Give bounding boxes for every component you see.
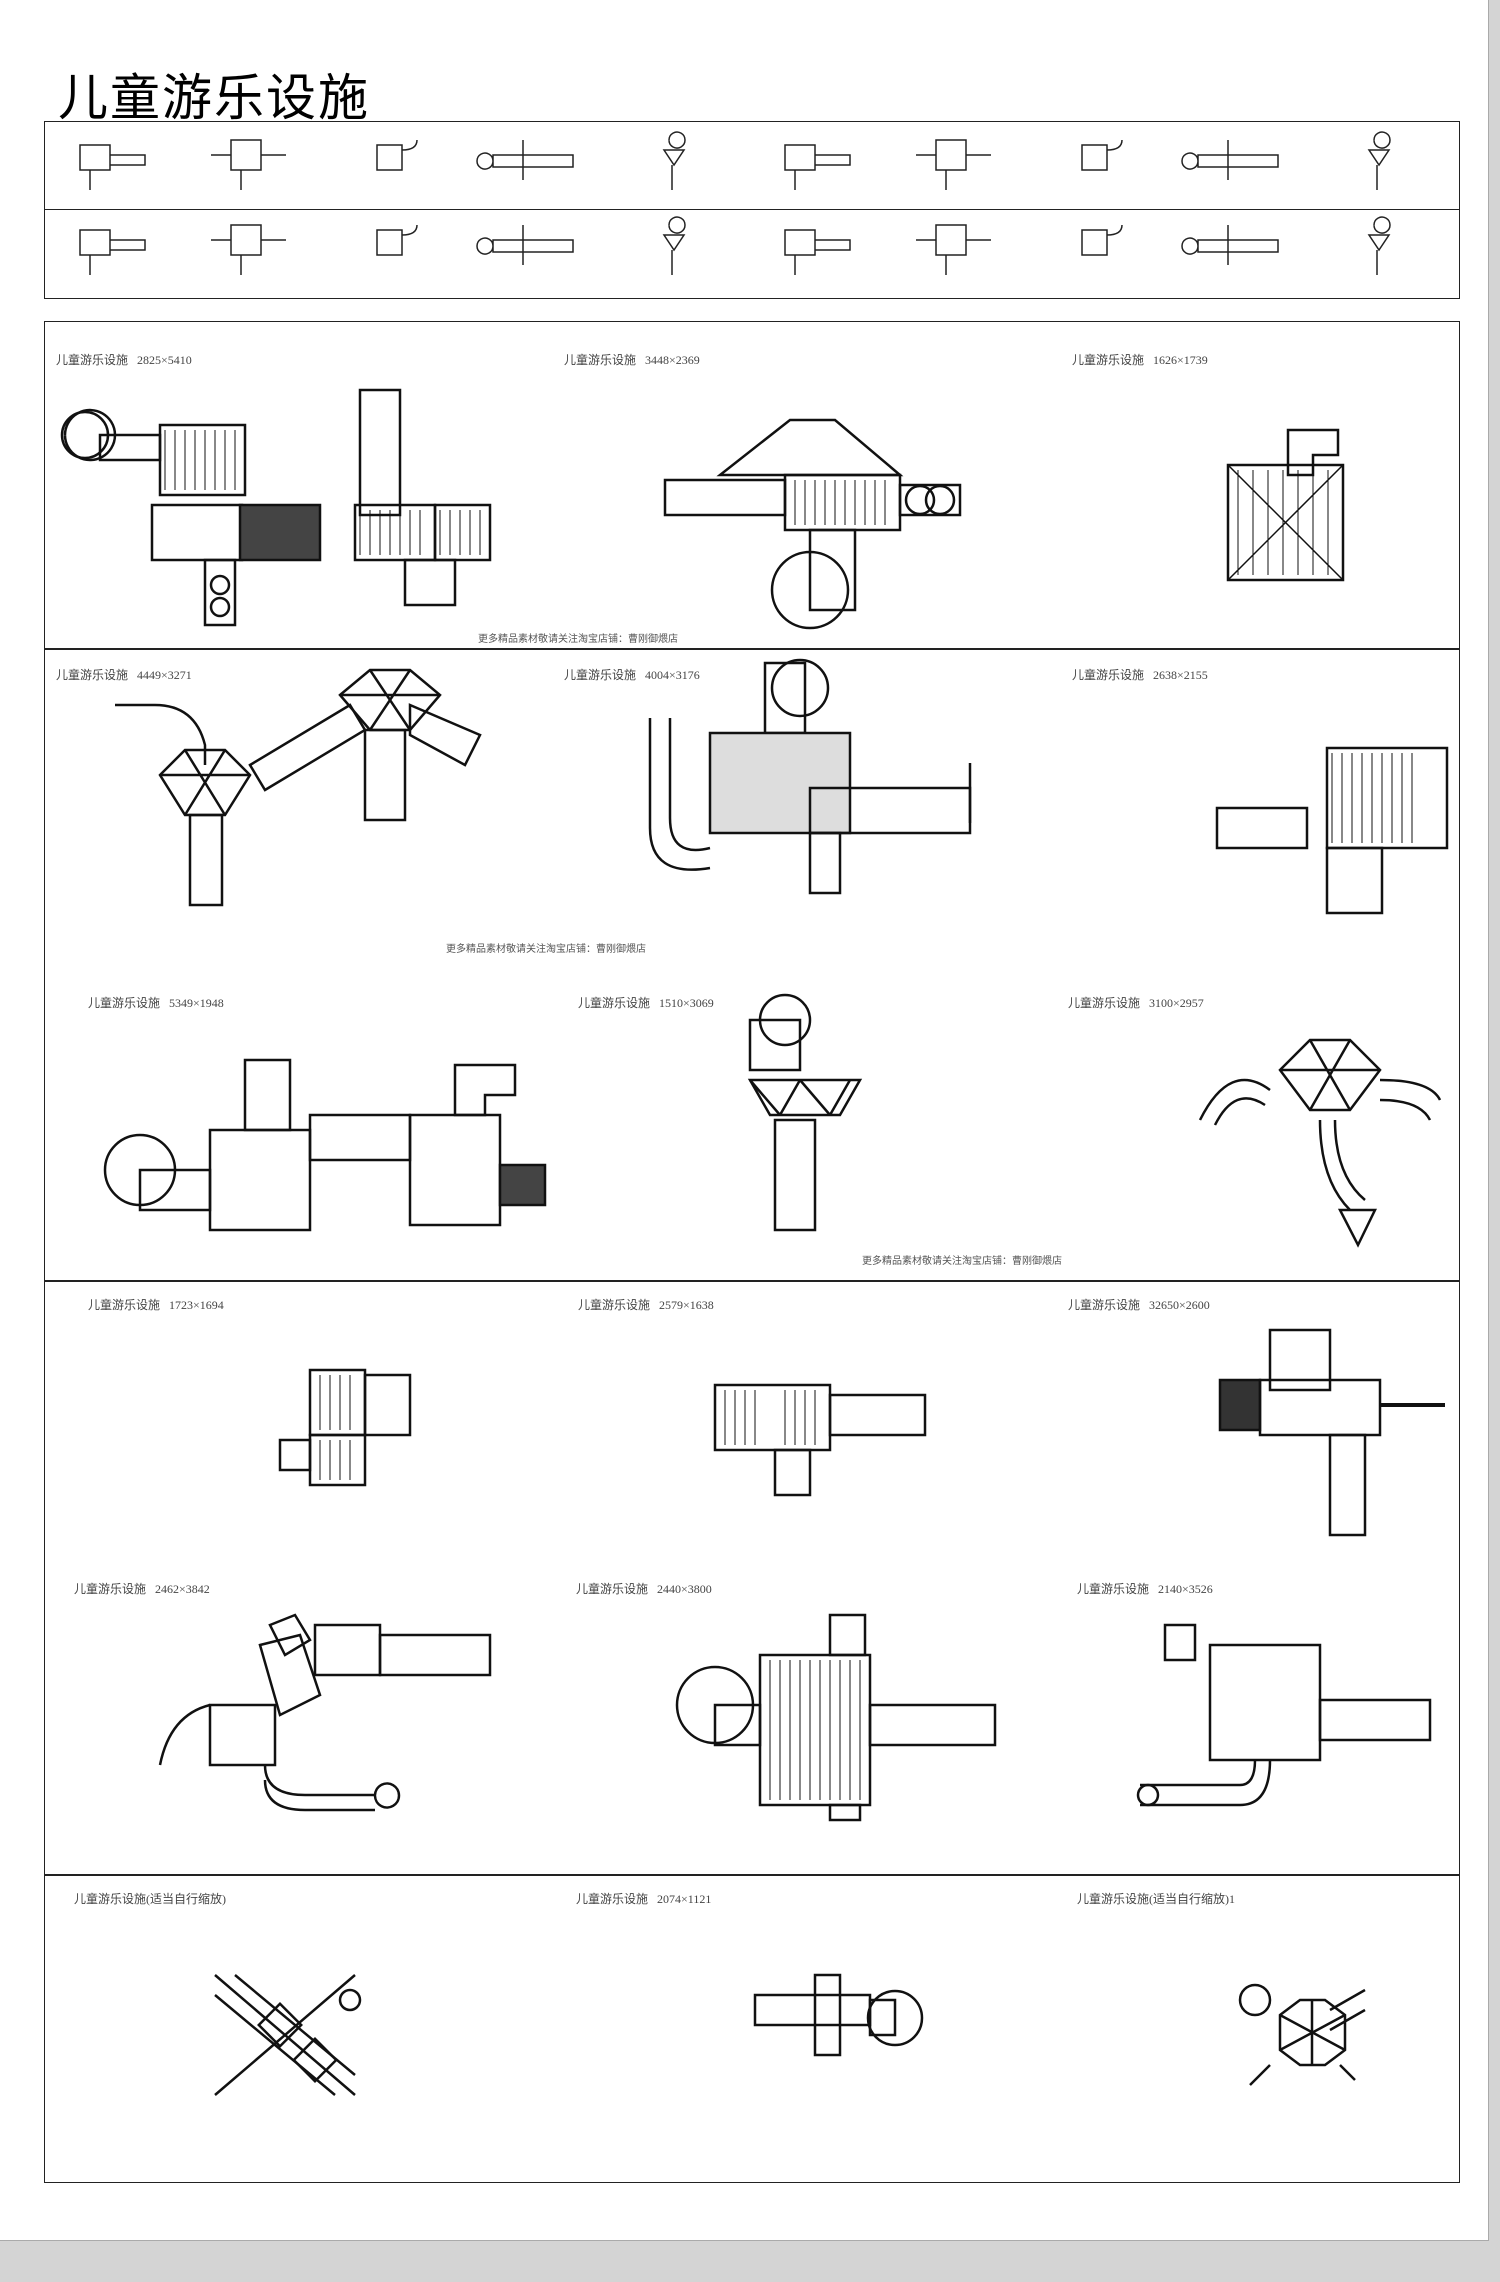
main-frame	[44, 321, 1460, 2183]
playset-drawing-13	[155, 1605, 495, 1825]
playset-drawing-18	[1230, 1975, 1370, 2095]
playset-drawing-10	[270, 1355, 430, 1505]
caption-10: 儿童游乐设施 1723×1694	[88, 1298, 224, 1312]
thumbnail-strip	[44, 121, 1460, 299]
thumbnail-drawing	[376, 139, 418, 171]
playset-drawing-15	[1130, 1620, 1440, 1815]
thumbnail-drawing	[1367, 216, 1391, 275]
thumbnail-drawing	[476, 225, 574, 265]
thumbnail-drawing	[79, 229, 146, 275]
caption-16: 儿童游乐设施(适当自行缩放)	[74, 1892, 226, 1906]
playset-drawing-2	[660, 415, 970, 630]
shop-note-2: 更多精品素材敬请关注淘宝店铺：曹刚御煨店	[446, 944, 646, 955]
caption-1: 儿童游乐设施 2825×5410	[56, 353, 192, 367]
section-divider-3	[44, 1874, 1460, 1876]
playset-drawing-3	[1218, 425, 1368, 590]
playset-drawing-1	[60, 385, 530, 630]
shop-note-3: 更多精品素材敬请关注淘宝店铺：曹刚御煨店	[862, 1256, 1062, 1267]
caption-18: 儿童游乐设施(适当自行缩放)1	[1077, 1892, 1235, 1906]
thumbnail-divider	[44, 209, 1460, 210]
caption-5: 儿童游乐设施 4004×3176	[564, 668, 700, 682]
caption-13: 儿童游乐设施 2462×3842	[74, 1582, 210, 1596]
playset-drawing-14	[670, 1610, 1000, 1825]
thumbnail-drawing	[376, 224, 418, 256]
playset-drawing-4	[110, 665, 500, 945]
thumbnail-drawing	[1367, 131, 1391, 190]
thumbnail-drawing	[784, 144, 851, 190]
thumbnail-drawing	[476, 140, 574, 180]
caption-17: 儿童游乐设施 2074×1121	[576, 1892, 712, 1906]
caption-3: 儿童游乐设施 1626×1739	[1072, 353, 1208, 367]
thumbnail-drawing	[916, 139, 991, 190]
playset-drawing-7	[100, 1055, 550, 1255]
thumbnail-drawing	[784, 229, 851, 275]
section-divider-1	[44, 648, 1460, 650]
thumbnail-drawing	[1181, 225, 1279, 265]
page-title: 儿童游乐设施	[58, 69, 370, 127]
caption-6: 儿童游乐设施 2638×2155	[1072, 668, 1208, 682]
thumbnail-drawing	[1081, 224, 1123, 256]
playset-drawing-9	[1190, 1010, 1450, 1260]
playset-drawing-8	[740, 990, 870, 1240]
playset-drawing-6	[1212, 728, 1452, 918]
thumbnail-drawing	[211, 139, 286, 190]
playset-drawing-11	[705, 1360, 935, 1505]
caption-15: 儿童游乐设施 2140×3526	[1077, 1582, 1213, 1596]
thumbnail-drawing	[211, 224, 286, 275]
shop-note-1: 更多精品素材敬请关注淘宝店铺：曹刚御煨店	[478, 634, 678, 645]
playset-drawing-12	[1210, 1320, 1450, 1545]
thumbnail-drawing	[662, 216, 686, 275]
caption-8: 儿童游乐设施 1510×3069	[578, 996, 714, 1010]
caption-11: 儿童游乐设施 2579×1638	[578, 1298, 714, 1312]
caption-2: 儿童游乐设施 3448×2369	[564, 353, 700, 367]
thumbnail-drawing	[662, 131, 686, 190]
playset-drawing-16	[205, 1965, 380, 2110]
drawing-sheet: 儿童游乐设施 儿童游乐设施 2825×5410 儿童游乐设施 3448×2369…	[0, 0, 1489, 2241]
thumbnail-drawing	[1181, 140, 1279, 180]
caption-14: 儿童游乐设施 2440×3800	[576, 1582, 712, 1596]
caption-7: 儿童游乐设施 5349×1948	[88, 996, 224, 1010]
thumbnail-drawing	[79, 144, 146, 190]
thumbnail-drawing	[1081, 139, 1123, 171]
section-divider-2	[44, 1280, 1460, 1282]
caption-4: 儿童游乐设施 4449×3271	[56, 668, 192, 682]
playset-drawing-5	[640, 658, 1000, 938]
caption-9: 儿童游乐设施 3100×2957	[1068, 996, 1204, 1010]
thumbnail-drawing	[916, 224, 991, 275]
playset-drawing-17	[750, 1970, 930, 2070]
caption-12: 儿童游乐设施 32650×2600	[1068, 1298, 1210, 1312]
